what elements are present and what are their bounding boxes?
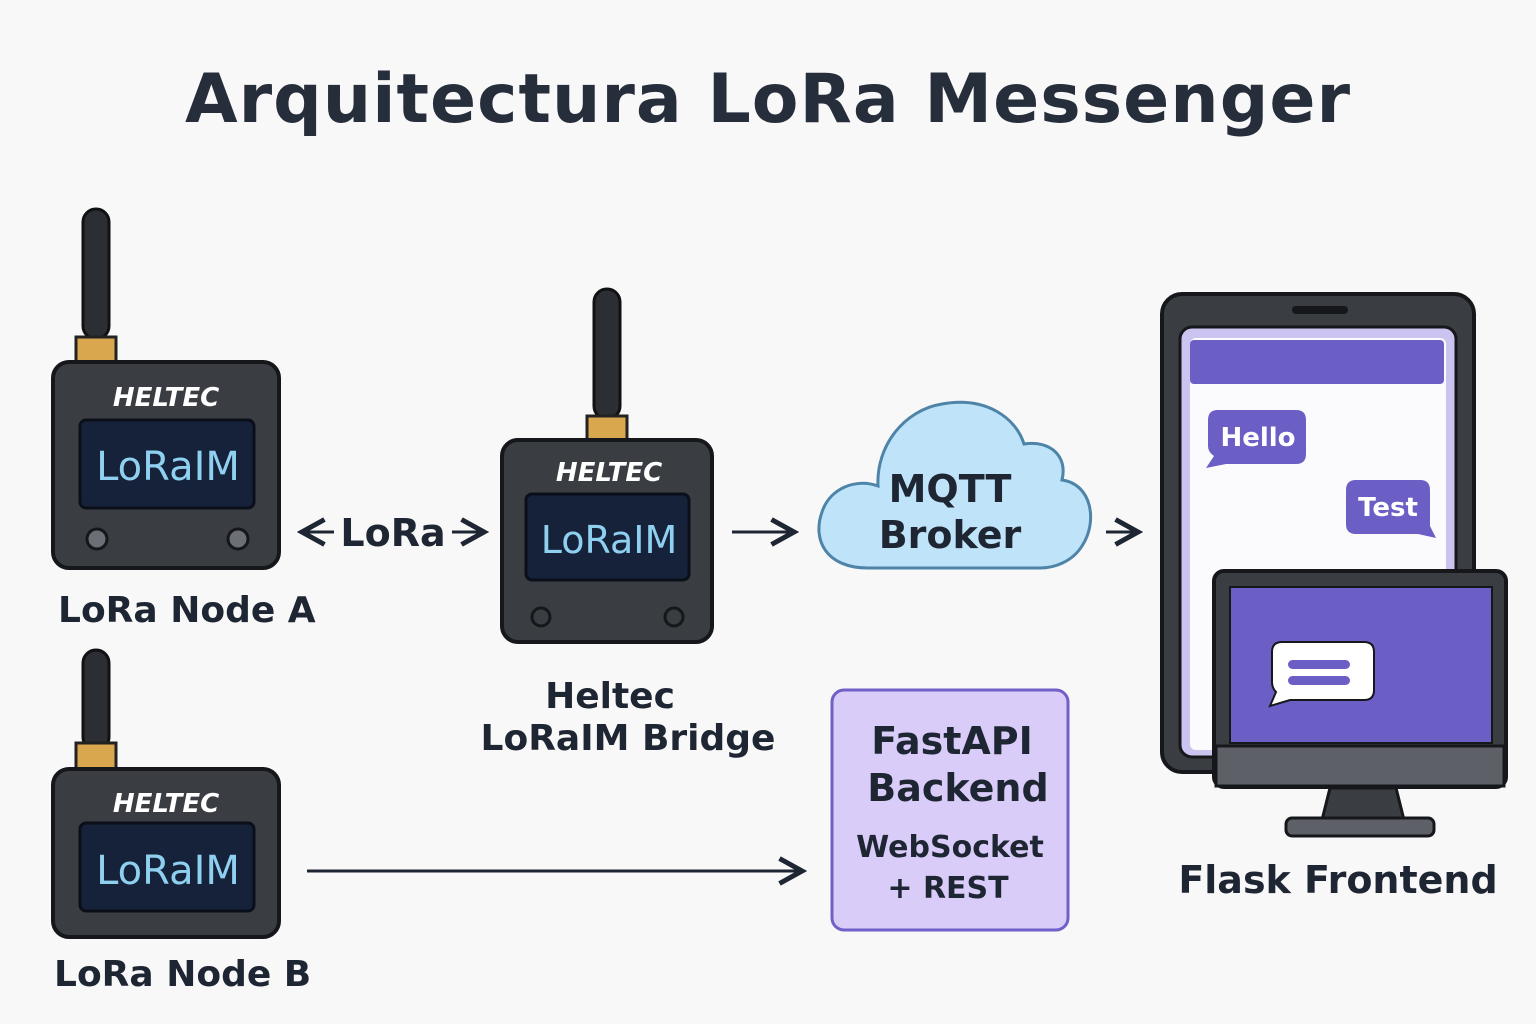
chat-bubble-2-text: Test (1358, 493, 1418, 523)
chat-icon (1268, 641, 1375, 708)
device-button (226, 527, 250, 551)
device-button (530, 606, 552, 628)
lora-link: LoRa (302, 511, 484, 555)
bridge-label-line1: Heltec (545, 676, 675, 717)
backend-box (830, 688, 1070, 932)
device-screen-text: LoRaIM (96, 848, 240, 894)
backend-line3: WebSocket (856, 830, 1044, 865)
device-screen-text: LoRaIM (541, 518, 678, 562)
lora-link-label: LoRa (340, 511, 445, 555)
antenna-connector (585, 414, 629, 442)
diagram-title: Arquitectura LoRa Messenger (184, 60, 1352, 139)
device-screen (524, 492, 691, 582)
backend-line2: Backend (867, 766, 1048, 810)
device-screen-text: LoRaIM (96, 444, 240, 490)
cloud-icon (817, 400, 1093, 570)
antenna-icon (592, 287, 622, 421)
monitor-bezel (1214, 744, 1506, 788)
backend-line1: FastAPI (871, 719, 1033, 763)
backend-line4: + REST (887, 871, 1009, 906)
device-screen (78, 418, 256, 510)
lora-node-b: HELTEC LoRaIM (51, 648, 281, 939)
device-brand: HELTEC (113, 789, 219, 819)
mqtt-line1: MQTT (889, 467, 1012, 511)
device-button (85, 527, 109, 551)
chat-bubble-outgoing (1346, 480, 1436, 538)
monitor-base (1284, 816, 1436, 838)
device-button (663, 606, 685, 628)
chat-bubble-incoming (1206, 410, 1306, 468)
device-brand: HELTEC (113, 383, 219, 413)
device-brand: HELTEC (556, 458, 662, 488)
bridge-label-line2: LoRaIM Bridge (480, 718, 776, 759)
lora-bridge: HELTEC LoRaIM (500, 287, 714, 644)
node-a-label: LoRa Node A (58, 590, 316, 631)
tablet-speaker (1292, 306, 1348, 314)
device-screen (78, 821, 256, 913)
antenna-connector (74, 335, 118, 365)
chat-icon-line (1288, 660, 1350, 669)
chat-header-bar (1190, 340, 1444, 384)
lora-node-a: HELTEC LoRaIM (51, 207, 281, 570)
antenna-icon (81, 207, 111, 341)
node-b-label: LoRa Node B (54, 954, 312, 995)
mqtt-line2: Broker (879, 513, 1022, 557)
frontend-label: Flask Frontend (1178, 858, 1498, 902)
monitor-stand (1320, 786, 1406, 822)
fastapi-backend: FastAPI Backend WebSocket + REST (830, 688, 1070, 932)
mqtt-broker-cloud: MQTT Broker (817, 400, 1093, 570)
chat-icon-line (1288, 676, 1350, 685)
monitor-device (1212, 569, 1508, 838)
antenna-connector (74, 741, 118, 771)
antenna-icon (81, 648, 111, 752)
chat-bubble-1-text: Hello (1220, 423, 1295, 453)
